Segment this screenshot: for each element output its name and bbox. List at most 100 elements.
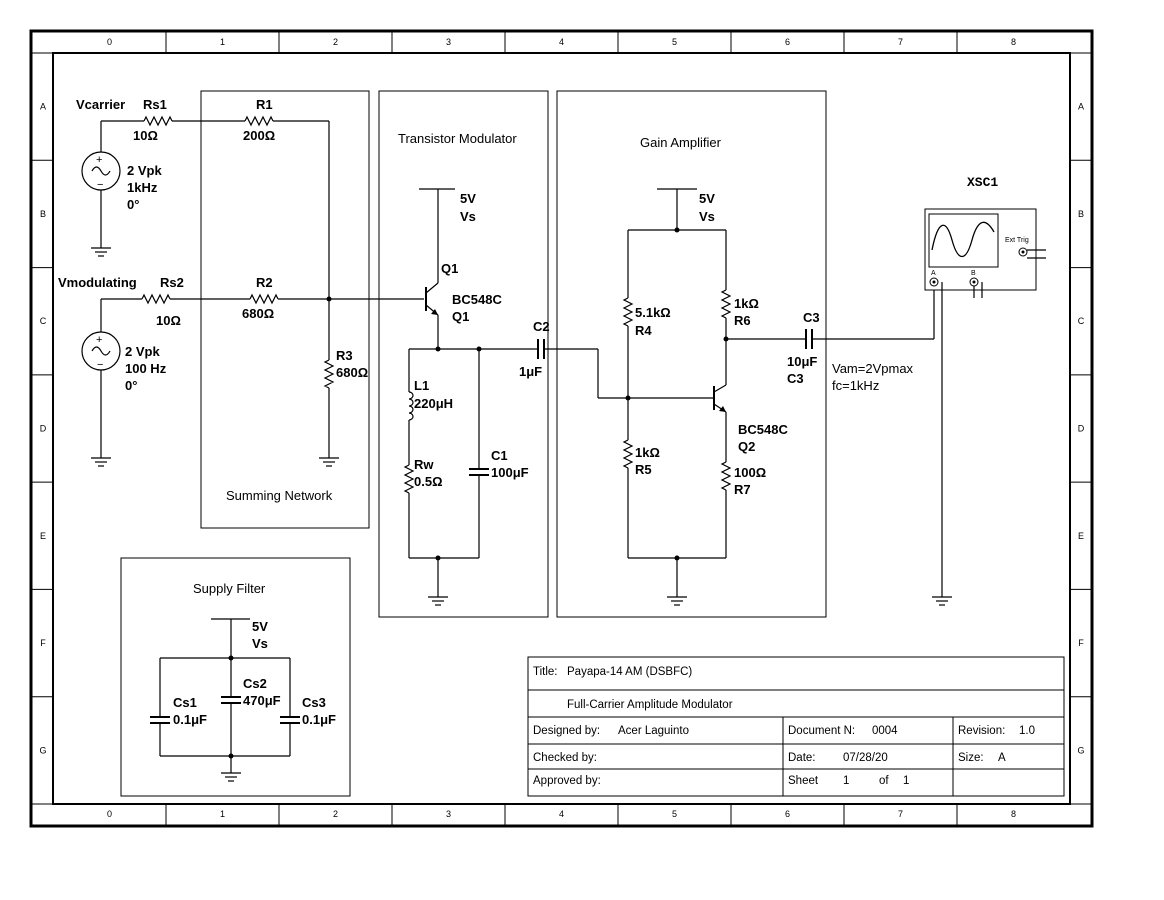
sheet-border: [29, 29, 1094, 828]
cs1-capacitor[interactable]: [150, 716, 170, 724]
r1-resistor[interactable]: [244, 115, 274, 127]
c3-value: 10μF: [787, 354, 817, 369]
svg-text:+: +: [96, 334, 102, 346]
r5-value: 1kΩ: [635, 445, 660, 460]
svg-text:−: −: [97, 359, 103, 371]
vs-gain-volts: 5V: [699, 191, 715, 206]
r4-name: R4: [635, 323, 652, 338]
vcarrier-name: Vcarrier: [76, 97, 125, 112]
rs2-value: 10Ω: [156, 313, 181, 328]
vcarrier-frequency: 1kHz: [127, 180, 158, 195]
grid-row-right-E: E: [1078, 531, 1084, 541]
c3-capacitor[interactable]: [805, 329, 813, 349]
vcarrier-source[interactable]: + −: [81, 121, 121, 257]
xsc1-channel-a: A: [931, 270, 936, 277]
svg-text:+: +: [96, 154, 102, 166]
r6-resistor[interactable]: [720, 289, 732, 319]
date-label: Date:: [788, 752, 816, 764]
revision-label: Revision:: [958, 725, 1005, 737]
q2-transistor[interactable]: [713, 384, 727, 413]
grid-col-bottom-8: 8: [1011, 809, 1016, 819]
grid-row-right-F: F: [1078, 638, 1084, 648]
vmodulating-source[interactable]: + −: [81, 299, 121, 467]
grid-row-left-A: A: [40, 102, 46, 112]
grid-col-top-2: 2: [333, 37, 338, 47]
grid-row-left-D: D: [40, 424, 47, 434]
cs2-capacitor[interactable]: [221, 696, 241, 704]
xsc1-channel-b: B: [971, 270, 976, 277]
rs2-resistor[interactable]: [141, 293, 171, 305]
designed-by-value: Acer Laguinto: [618, 725, 689, 737]
date-value: 07/28/20: [843, 752, 888, 764]
r2-resistor[interactable]: [249, 293, 279, 305]
vs-supply-name: Vs: [252, 636, 268, 651]
note-fc: fc=1kHz: [832, 378, 879, 393]
size-label: Size:: [958, 752, 984, 764]
c1-capacitor[interactable]: [469, 468, 489, 476]
vs-mod-volts: 5V: [460, 191, 476, 206]
grid-row-right-G: G: [1077, 745, 1084, 755]
xsc1-name: XSC1: [967, 175, 998, 190]
r1-name: R1: [256, 97, 273, 112]
grid-col-top-3: 3: [446, 37, 451, 47]
grid-col-bottom-4: 4: [559, 809, 564, 819]
designed-by-label: Designed by:: [533, 725, 600, 737]
vmodulating-name: Vmodulating: [58, 275, 137, 290]
grid-row-right-B: B: [1078, 209, 1084, 219]
summing-network-box: [200, 90, 370, 529]
r2-name: R2: [256, 275, 273, 290]
vcarrier-amplitude: 2 Vpk: [127, 163, 162, 178]
note-vam: Vam=2Vpmax: [832, 361, 914, 376]
cs3-capacitor[interactable]: [280, 716, 300, 724]
r4-resistor[interactable]: [622, 297, 634, 327]
grid-col-top-8: 8: [1011, 37, 1016, 47]
r3-resistor[interactable]: [323, 359, 335, 389]
rw-resistor[interactable]: [403, 464, 415, 494]
q2-name: Q2: [738, 439, 755, 454]
rs1-resistor[interactable]: [143, 115, 173, 127]
grid-row-left-G: G: [39, 745, 46, 755]
q1-transistor[interactable]: [425, 282, 439, 316]
c2-value: 1μF: [519, 364, 542, 379]
cs2-name: Cs2: [243, 676, 267, 691]
c1-value: 100μF: [491, 465, 529, 480]
l1-value: 220μH: [414, 396, 453, 411]
r6-value: 1kΩ: [734, 296, 759, 311]
cs3-value: 0.1μF: [302, 712, 336, 727]
cs1-value: 0.1μF: [173, 712, 207, 727]
c2-capacitor[interactable]: [537, 339, 545, 359]
grid-col-top-6: 6: [785, 37, 790, 47]
vmod-frequency: 100 Hz: [125, 361, 167, 376]
sheet-number: 1: [843, 775, 849, 787]
title-block: [527, 656, 1065, 797]
l1-inductor[interactable]: [408, 391, 414, 421]
vs-mod-name: Vs: [460, 209, 476, 224]
q2-part: BC548C: [738, 422, 788, 437]
gain-amplifier-box: [556, 90, 827, 618]
document-value: 0004: [872, 725, 898, 737]
cs1-name: Cs1: [173, 695, 197, 710]
xsc1-ext-trig: Ext Trig: [1005, 237, 1029, 244]
transistor-modulator-box: [378, 90, 549, 618]
grid-col-bottom-1: 1: [220, 809, 225, 819]
oscilloscope-xsc1[interactable]: [924, 208, 1046, 606]
vmod-amplitude: 2 Vpk: [125, 344, 160, 359]
r5-resistor[interactable]: [622, 439, 634, 469]
cs3-name: Cs3: [302, 695, 326, 710]
q1-part: BC548C: [452, 292, 502, 307]
grid-col-top-5: 5: [672, 37, 677, 47]
r3-value: 680Ω: [336, 365, 368, 380]
grid-col-top-4: 4: [559, 37, 564, 47]
rs2-name: Rs2: [160, 275, 184, 290]
svg-text:−: −: [97, 179, 103, 191]
grid-col-bottom-0: 0: [107, 809, 112, 819]
grid-row-left-B: B: [40, 209, 46, 219]
r7-resistor[interactable]: [720, 461, 732, 491]
vs-supply-volts: 5V: [252, 619, 268, 634]
grid-row-left-F: F: [40, 638, 46, 648]
approved-by-label: Approved by:: [533, 775, 601, 787]
checked-by-label: Checked by:: [533, 752, 597, 764]
l1-name: L1: [414, 378, 429, 393]
document-label: Document N:: [788, 725, 855, 737]
grid-col-bottom-7: 7: [898, 809, 903, 819]
